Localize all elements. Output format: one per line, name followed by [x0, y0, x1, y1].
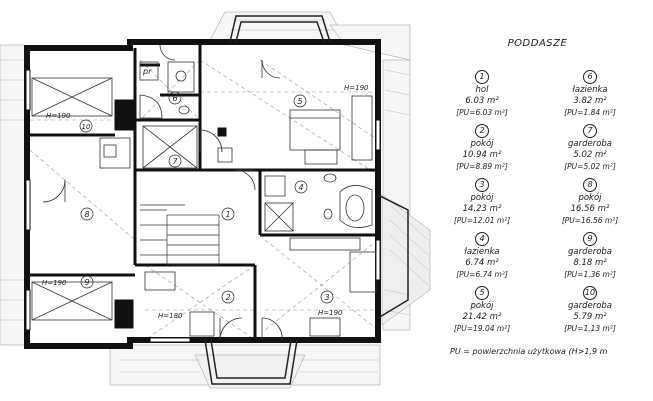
- legend-entry-6: 6 łazienka 3.82 m² [PU=1.84 m²]: [538, 64, 642, 118]
- room-area: 21.42 m²: [462, 312, 502, 322]
- legend-entry-7: 7 garderoba 5.02 m² [PU=5.02 m²]: [538, 118, 642, 172]
- bay-window-right: [377, 194, 409, 319]
- room-name: garderoba: [567, 247, 613, 257]
- legend-entry-5: 5 pokój 21.42 m² [PU=19.04 m²]: [430, 280, 534, 334]
- room-marker-2: 2: [225, 293, 230, 302]
- stairs: [140, 204, 220, 266]
- room-usable-area: [PU=16.56 m²]: [561, 216, 619, 225]
- room-number: 1: [475, 70, 489, 84]
- room-usable-area: [PU=12.01 m²]: [453, 216, 511, 225]
- room-marker-10: 10: [82, 123, 91, 131]
- label-pr: pr: [142, 67, 152, 76]
- legend-entry-8: 8 pokój 16.56 m² [PU=16.56 m²]: [538, 172, 642, 226]
- room-number: 10: [583, 286, 597, 300]
- room-number: 4: [475, 232, 489, 246]
- room-marker-8: 8: [84, 210, 89, 219]
- room-usable-area: [PU=1.36 m²]: [564, 270, 616, 279]
- room-area: 5.79 m²: [573, 312, 607, 322]
- legend-entry-4: 4 łazienka 6.74 m² [PU=6.74 m²]: [430, 226, 534, 280]
- room-name: łazienka: [572, 85, 608, 95]
- legend-entry-10: 10 garderoba 5.79 m² [PU=1.13 m²]: [538, 280, 642, 334]
- legend-entry-3: 3 pokój 14.23 m² [PU=12.01 m²]: [430, 172, 534, 226]
- room-number: 2: [475, 124, 489, 138]
- legend-title: PODDASZE: [507, 38, 568, 49]
- usable-area-footnote: PU = powierzchnia użytkowa (H>1,9 m: [450, 347, 608, 356]
- room-marker-9: 9: [84, 278, 89, 287]
- label-h190-room9: H=190: [42, 279, 67, 287]
- room-name: pokój: [578, 193, 602, 203]
- bay-window-bottom: [204, 339, 298, 385]
- room-legend: PODDASZE 1 hol 6.03 m² [PU=6.03 m²] 2 po…: [430, 0, 653, 401]
- room-marker-3: 3: [324, 293, 329, 302]
- room-area: 5.02 m²: [573, 150, 607, 160]
- room-marker-7: 7: [172, 157, 178, 166]
- label-h180-room2: H=180: [158, 312, 183, 320]
- label-h190-room10: H=190: [46, 112, 71, 120]
- furniture: [31, 61, 377, 337]
- legend-entry-1: 1 hol 6.03 m² [PU=6.03 m²]: [430, 64, 534, 118]
- room-area: 3.82 m²: [573, 96, 607, 106]
- room-number: 6: [583, 70, 597, 84]
- room-area: 8.18 m²: [573, 258, 607, 268]
- room-usable-area: [PU=1.84 m²]: [564, 108, 616, 117]
- windows: [25, 69, 381, 343]
- legend-entry-2: 2 pokój 10.94 m² [PU=8.89 m²]: [430, 118, 534, 172]
- room-usable-area: [PU=5.02 m²]: [564, 162, 616, 171]
- room-area: 6.03 m²: [465, 96, 499, 106]
- room-area: 14.23 m²: [462, 204, 502, 214]
- room-name: pokój: [470, 193, 494, 203]
- room-number: 3: [475, 178, 489, 192]
- room-area: 6.74 m²: [465, 258, 499, 268]
- label-h190-room5: H=190: [344, 84, 369, 92]
- room-number: 5: [475, 286, 489, 300]
- exterior-walls: [24, 39, 381, 349]
- room-marker-4: 4: [298, 183, 303, 192]
- room-name: garderoba: [567, 301, 613, 311]
- room-number: 9: [583, 232, 597, 246]
- room-usable-area: [PU=8.89 m²]: [456, 162, 508, 171]
- room-name: garderoba: [567, 139, 613, 149]
- roof-hatching: [0, 11, 431, 389]
- doors: [42, 44, 283, 341]
- label-h190-room3: H=190: [318, 309, 343, 317]
- room-name: hol: [475, 85, 489, 95]
- room-usable-area: [PU=6.03 m²]: [456, 108, 508, 117]
- room-number: 8: [583, 178, 597, 192]
- room-usable-area: [PU=19.04 m²]: [453, 324, 511, 333]
- room-name: pokój: [470, 301, 494, 311]
- room-area: 16.56 m²: [570, 204, 610, 214]
- room-area: 10.94 m²: [462, 150, 502, 160]
- room-usable-area: [PU=1.13 m²]: [564, 324, 616, 333]
- room-name: pokój: [470, 139, 494, 149]
- room-name: łazienka: [464, 247, 500, 257]
- room-markers: 1 2 3 4 5 6 7 8 9 10: [79, 91, 334, 304]
- room-marker-6: 6: [172, 94, 177, 103]
- room-marker-1: 1: [225, 210, 230, 219]
- legend-entry-9: 9 garderoba 8.18 m² [PU=1.36 m²]: [538, 226, 642, 280]
- room-number: 7: [583, 124, 597, 138]
- room-usable-area: [PU=6.74 m²]: [456, 270, 508, 279]
- room-marker-5: 5: [297, 97, 302, 106]
- bay-window-top: [229, 15, 331, 43]
